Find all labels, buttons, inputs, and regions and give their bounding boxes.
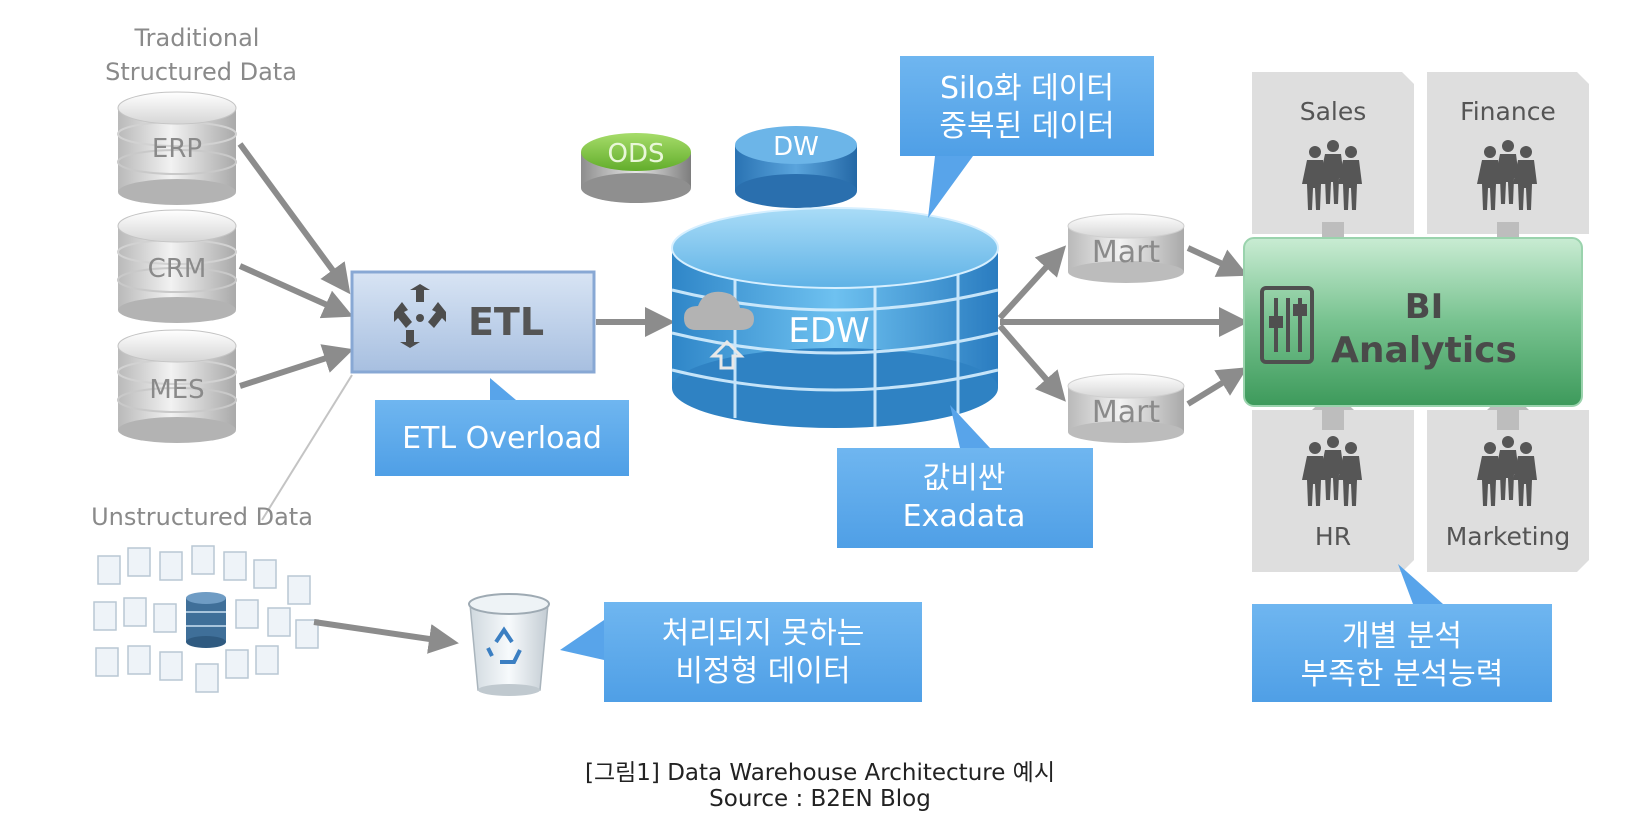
exadata-line1: 값비싼	[923, 461, 1006, 496]
individual-line1: 개별 분석	[1342, 619, 1462, 654]
mart-bottom-label: Mart	[1092, 395, 1161, 430]
unstructured-to-trash-arrow	[313, 619, 459, 654]
bi-analytics-box	[1243, 237, 1583, 407]
silo-line2: 중복된 데이터	[939, 109, 1114, 144]
etl-overload-text: ETL Overload	[402, 421, 602, 456]
mes-database-icon	[117, 329, 237, 443]
mes-label: MES	[149, 375, 204, 405]
etl-overload-callout	[375, 378, 629, 476]
mart1-to-bi-arrow	[1186, 245, 1249, 277]
edw-label: EDW	[788, 311, 869, 351]
unprocessed-line1: 처리되지 못하는	[662, 616, 865, 651]
crm-label: CRM	[148, 254, 207, 284]
document-cluster-icon	[93, 545, 319, 693]
etl-arrows-icon	[394, 284, 446, 348]
unstructured-database-icon	[186, 592, 226, 648]
crm-to-etl-arrow	[238, 263, 354, 319]
erp-database-icon	[117, 91, 237, 205]
mes-to-etl-arrow	[239, 344, 354, 389]
unstructured-title: Unstructured Data	[91, 503, 313, 531]
crm-database-icon	[117, 209, 237, 323]
unstructured-to-etl-connector	[261, 374, 353, 521]
mart-top-database-icon	[1067, 213, 1185, 283]
mart2-to-bi-arrow	[1186, 367, 1248, 407]
marketing-panel	[1427, 410, 1589, 572]
structured-title-line2: Structured Data	[105, 58, 297, 86]
hr-label: HR	[1315, 522, 1351, 551]
bi-title-line1: BI	[1405, 287, 1444, 327]
ods-database-icon	[581, 133, 691, 203]
silo-data-callout	[900, 56, 1154, 218]
unprocessed-data-callout	[560, 602, 922, 702]
etl-label: ETL	[468, 300, 544, 344]
etl-box	[350, 270, 596, 374]
edw-output-arrows	[997, 245, 1249, 407]
sales-label: Sales	[1300, 97, 1367, 126]
mart-bottom-database-icon	[1067, 373, 1185, 443]
structured-title-line1: Traditional	[134, 24, 260, 52]
silo-line1: Silo화 데이터	[940, 71, 1114, 106]
individual-analysis-callout	[1252, 564, 1552, 702]
erp-label: ERP	[152, 134, 202, 164]
exadata-callout	[837, 405, 1093, 548]
unprocessed-line2: 비정형 데이터	[675, 654, 850, 689]
finance-panel	[1427, 72, 1589, 234]
marketing-label: Marketing	[1446, 522, 1571, 551]
mart-top-label: Mart	[1092, 235, 1161, 270]
dashboard-icon	[1260, 286, 1314, 364]
erp-to-etl-arrow	[237, 142, 351, 295]
figure-caption-title: [그림1] Data Warehouse Architecture 예시	[584, 760, 1055, 786]
individual-line2: 부족한 분석능력	[1301, 657, 1504, 692]
cloud-upload-icon	[684, 291, 754, 370]
bi-title-line2: Analytics	[1331, 330, 1517, 371]
sales-panel	[1252, 72, 1414, 234]
edw-to-mart1-arrow	[997, 245, 1067, 321]
figure-caption-source: Source : B2EN Blog	[709, 786, 931, 812]
dw-database-icon	[735, 126, 857, 208]
bi-department-panels	[1252, 72, 1589, 572]
exadata-line2: Exadata	[903, 499, 1026, 534]
ods-label: ODS	[608, 139, 665, 169]
recycle-bin-icon	[468, 593, 550, 696]
dw-label: DW	[773, 132, 819, 162]
finance-label: Finance	[1460, 97, 1556, 126]
hr-panel	[1252, 410, 1414, 572]
edw-to-mart2-arrow	[997, 324, 1066, 402]
source-arrows	[237, 142, 354, 389]
